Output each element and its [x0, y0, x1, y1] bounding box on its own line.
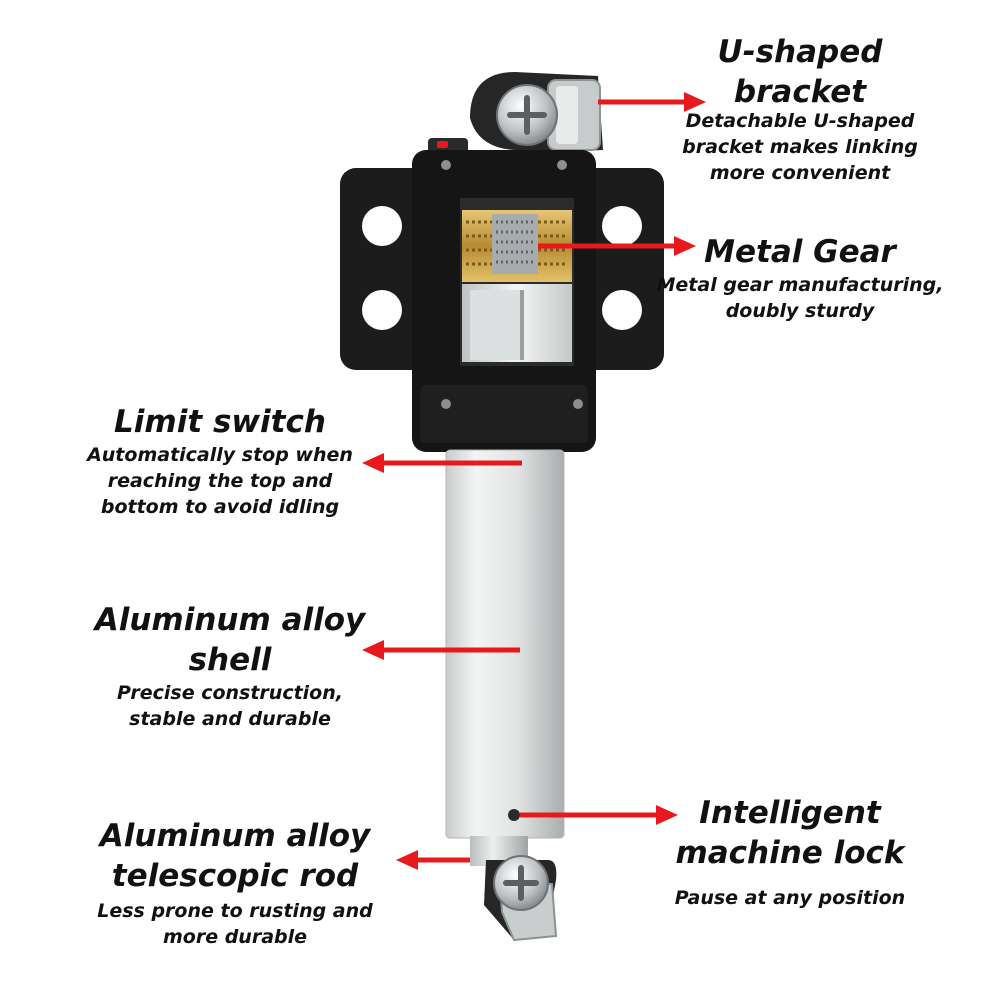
callout-subtitle: Automatically stop when reaching the top… [87, 444, 353, 518]
top-screw [496, 84, 558, 146]
arrow-metal-gear [538, 236, 696, 256]
machine-lock-hole [508, 809, 520, 821]
callout-metal-gear: Metal Gear Metal gear manufacturing, dou… [640, 232, 960, 324]
callout-telescopic-rod: Aluminum alloy telescopic rod Less prone… [70, 816, 400, 950]
arrow-telescopic-rod [396, 850, 470, 870]
callout-subtitle: Pause at any position [674, 887, 906, 909]
callout-subtitle: Metal gear manufacturing, doubly sturdy [656, 274, 944, 322]
arrow-limit-switch [362, 453, 522, 473]
callout-subtitle: Less prone to rusting and more durable [97, 900, 373, 948]
callout-title: Intelligent machine lock [675, 795, 905, 871]
callout-subtitle: Precise construction, stable and durable [117, 682, 343, 730]
aluminum-shell-body [445, 449, 565, 839]
bottom-screw [493, 855, 549, 911]
arrow-machine-lock [520, 805, 678, 825]
callout-title: Aluminum alloy telescopic rod [99, 818, 371, 894]
callout-title: Metal Gear [704, 234, 896, 270]
callout-title: Limit switch [114, 404, 326, 440]
callout-u-shaped-bracket: U-shaped bracket Detachable U-shaped bra… [640, 32, 960, 186]
gearbox-window [460, 198, 574, 366]
arrow-u-shaped-bracket [598, 92, 706, 112]
callout-aluminum-shell: Aluminum alloy shell Precise constructio… [70, 600, 390, 732]
callout-limit-switch: Limit switch Automatically stop when rea… [60, 402, 380, 520]
callout-subtitle: Detachable U-shaped bracket makes linkin… [682, 110, 918, 184]
callout-title: Aluminum alloy shell [94, 602, 366, 678]
callout-machine-lock: Intelligent machine lock Pause at any po… [630, 793, 950, 911]
arrow-aluminum-shell [362, 640, 520, 660]
callout-title: U-shaped bracket [717, 34, 883, 110]
